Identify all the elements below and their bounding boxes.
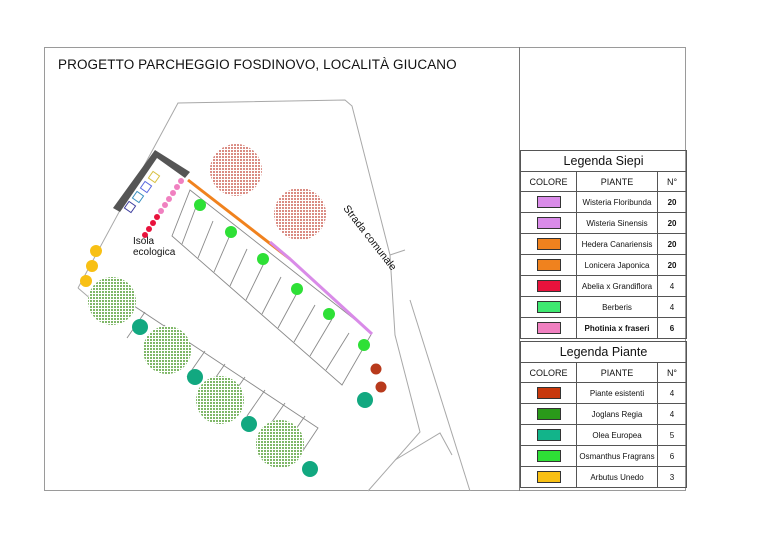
color-swatch — [536, 408, 561, 420]
road-edge — [409, 299, 471, 492]
page-title: PROGETTO PARCHEGGIO FOSDINOVO, LOCALITÀ … — [58, 57, 457, 72]
legend-plant-count: 5 — [657, 424, 687, 446]
col-header-count: N° — [656, 171, 688, 192]
legend-swatch-cell — [520, 275, 577, 297]
color-swatch — [536, 471, 561, 483]
legend-plant-name: Photinia x fraseri — [576, 317, 658, 339]
bin-squares — [123, 170, 161, 214]
isola-label: Isola — [133, 236, 155, 247]
legend-plant-name: Wisteria Sinensis — [576, 212, 658, 234]
color-swatch — [536, 429, 561, 441]
legend-swatch-cell — [520, 445, 577, 467]
hedge-violet-2 — [269, 240, 291, 261]
ecological-island-wall — [113, 150, 190, 212]
walnut-tree — [88, 277, 136, 325]
legend-swatch-cell — [520, 466, 577, 488]
legend-plant-count: 4 — [657, 382, 687, 404]
col-header-plants: PIANTE — [576, 362, 658, 383]
olive-trees — [132, 319, 373, 477]
legend-hedges-title: Legenda Siepi — [519, 150, 688, 172]
col-header-plants: PIANTE — [576, 171, 658, 192]
legend-plant-name: Olea Europea — [576, 424, 658, 446]
abelia-hedge — [142, 214, 160, 238]
existing-plants-small — [370, 363, 387, 393]
legend-plant-count: 6 — [657, 445, 687, 467]
road-edge-2 — [394, 432, 453, 461]
legend-plant-count: 4 — [656, 296, 688, 318]
color-swatch — [536, 196, 561, 208]
legend-plant-count: 20 — [656, 212, 688, 234]
color-swatch — [536, 217, 561, 229]
legend-swatch-cell — [520, 317, 577, 339]
legend-swatch-cell — [520, 212, 577, 234]
walnut-tree — [196, 376, 244, 424]
color-swatch — [536, 301, 561, 313]
arbutus-shrubs — [80, 245, 102, 287]
color-swatch — [536, 322, 561, 334]
legend-plants-table: Legenda Piante COLORE PIANTE N° Piante e… — [520, 341, 687, 488]
legend-swatch-cell — [520, 254, 577, 276]
legend-plants-title: Legenda Piante — [520, 341, 687, 363]
legend-plant-count: 4 — [656, 275, 688, 297]
color-swatch — [536, 238, 561, 250]
col-header-color: COLORE — [520, 362, 577, 383]
color-swatch — [536, 259, 561, 271]
legend-swatch-cell — [520, 191, 577, 213]
existing-tree — [274, 188, 326, 240]
legend-plant-name: Wisteria Floribunda — [576, 191, 658, 213]
legend-plant-count: 4 — [657, 403, 687, 425]
col-header-count: N° — [657, 362, 687, 383]
legend-plant-count: 20 — [656, 233, 688, 255]
legend-swatch-cell — [520, 296, 577, 318]
legend-plant-count: 6 — [656, 317, 688, 339]
photinia-hedge — [158, 178, 184, 214]
col-header-color: COLORE — [520, 171, 577, 192]
legend-swatch-cell — [520, 382, 577, 404]
walnut-tree — [256, 420, 304, 468]
legend-plant-name: Piante esistenti — [576, 382, 658, 404]
legend-column — [519, 47, 686, 491]
osmanthus-shrubs — [194, 199, 370, 351]
legend-plant-name: Arbutus Unedo — [576, 466, 658, 488]
legend-plant-name: Osmanthus Fragrans — [576, 445, 658, 467]
legend-hedges-table: Legenda Siepi COLORE PIANTE N° Wisteria … — [519, 150, 688, 339]
legend-swatch-cell — [520, 403, 577, 425]
legend-plant-count: 20 — [656, 191, 688, 213]
color-swatch — [536, 280, 561, 292]
legend-plant-name: Abelia x Grandiflora — [576, 275, 658, 297]
legend-swatch-cell — [520, 424, 577, 446]
color-swatch — [536, 387, 561, 399]
ecologica-label: ecologica — [133, 247, 176, 258]
legend-plant-name: Berberis — [576, 296, 658, 318]
hedge-violet — [288, 257, 374, 336]
walnut-tree — [143, 326, 191, 374]
legend-plant-name: Hedera Canariensis — [576, 233, 658, 255]
legend-swatch-cell — [520, 233, 577, 255]
legend-plant-count: 20 — [656, 254, 688, 276]
legend-plant-name: Joglans Regia — [576, 403, 658, 425]
color-swatch — [536, 450, 561, 462]
legend-plant-count: 3 — [657, 466, 687, 488]
upper-parking — [171, 189, 373, 386]
existing-tree — [210, 144, 262, 196]
legend-plant-name: Lonicera Japonica — [576, 254, 658, 276]
